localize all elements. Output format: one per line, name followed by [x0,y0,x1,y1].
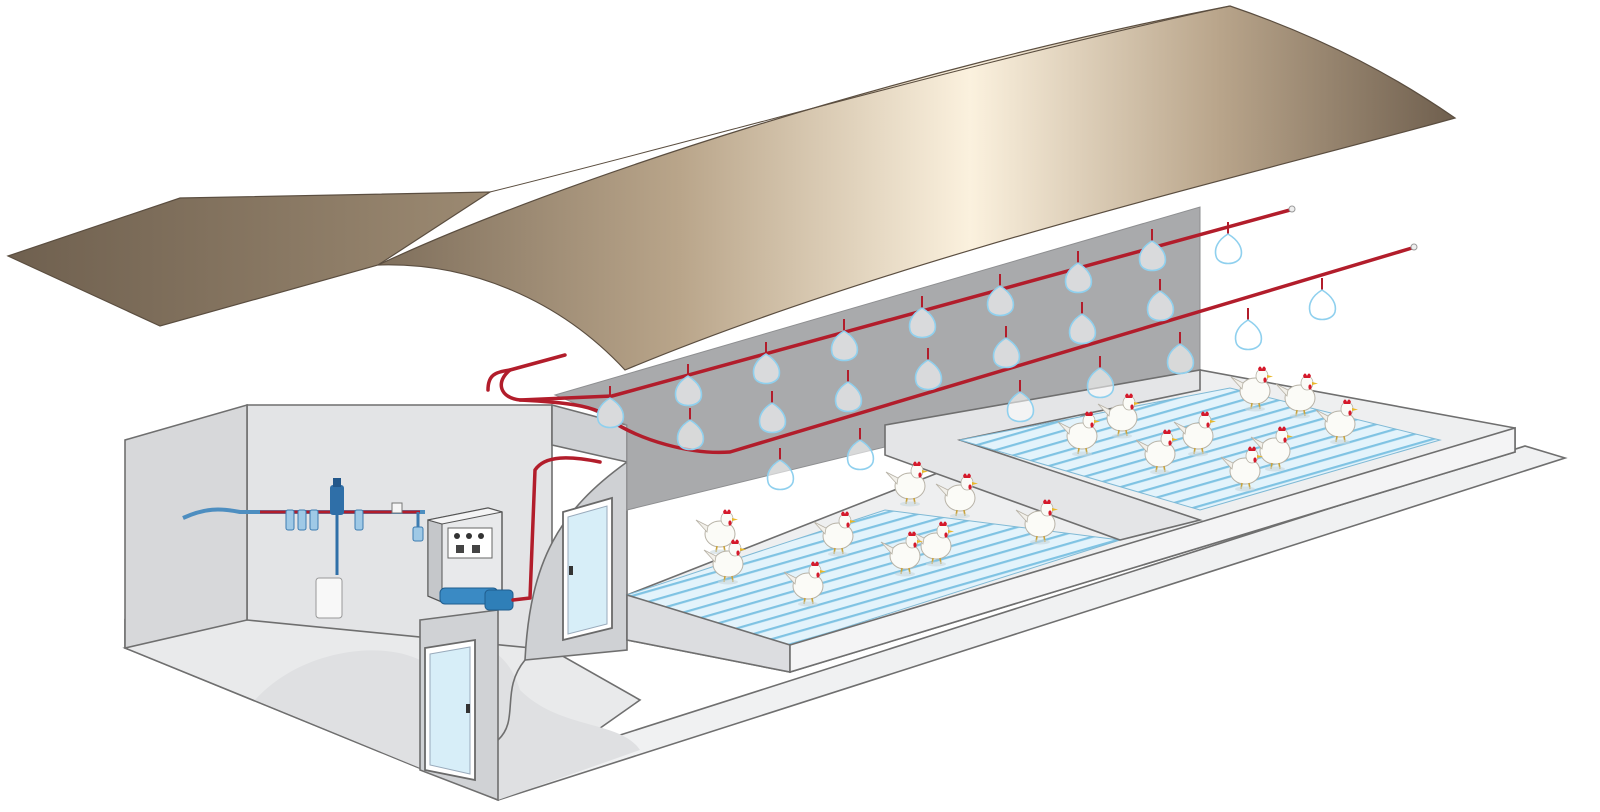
chemical-canister [315,577,343,619]
high-pressure-pump-unit [412,507,514,611]
roof-main [377,5,1457,371]
pump-motor-icon [439,587,514,611]
main-hall [553,206,1516,674]
door-service-room [424,638,476,782]
service-room-side-wall [124,403,248,651]
control-panel-icon [447,527,493,559]
door-handle [569,566,573,575]
water-supply-line [182,478,425,619]
roof-left-flap [6,191,493,327]
filter-cartridges [285,509,364,531]
valve-icon [391,502,403,514]
door-handle [466,704,470,713]
dosing-pump-icon [330,478,344,575]
door-hall [562,496,613,642]
riser-pipe [511,456,602,602]
curved-roof [6,5,1457,371]
floor-divider [884,369,1203,541]
